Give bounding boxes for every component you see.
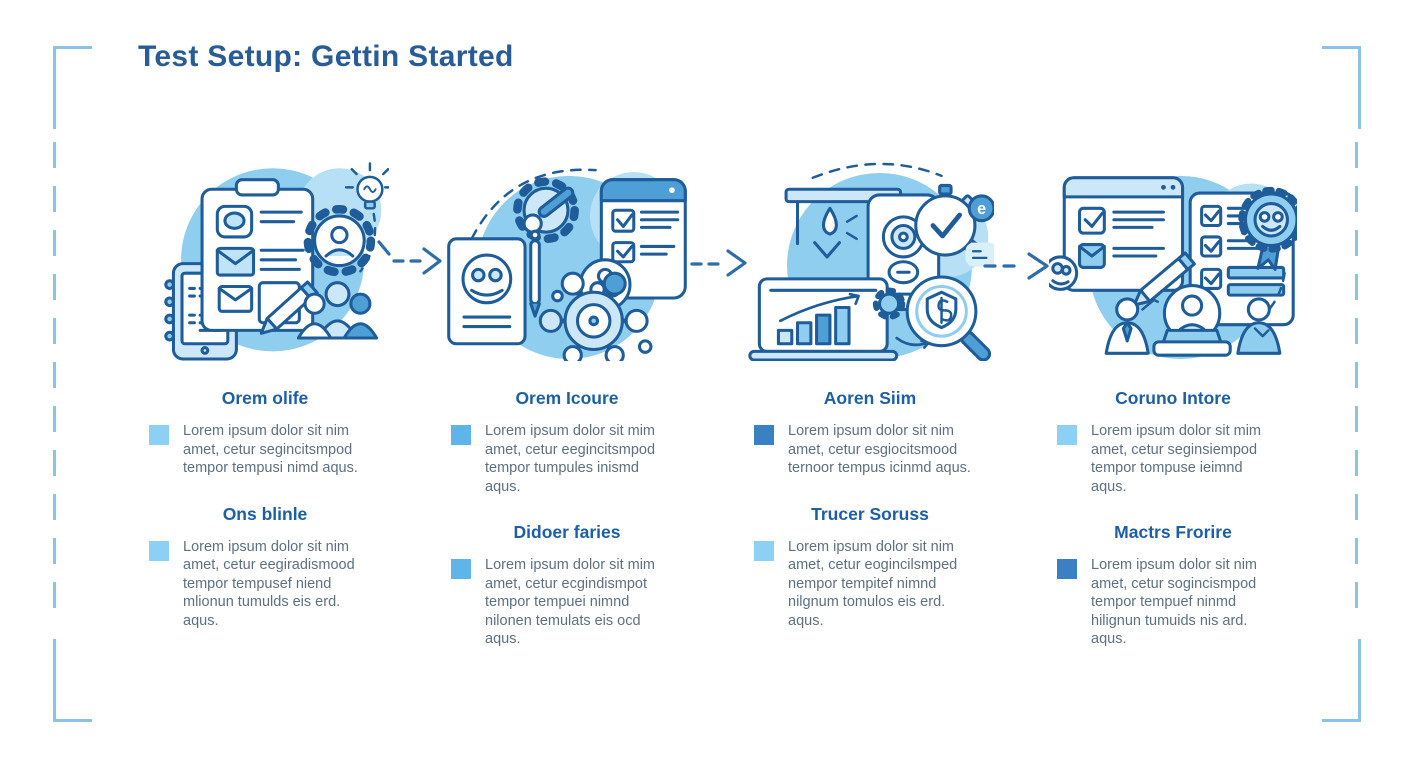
analytics-review-illustration: e bbox=[726, 150, 1014, 362]
section-paragraph: Lorem ipsum dolor sit mim amet, cetur ec… bbox=[451, 556, 711, 649]
dashed-arrow-connector-2 bbox=[688, 238, 760, 286]
frame-corner-bottom-left bbox=[53, 639, 92, 722]
section-heading: Mactrs Frorire bbox=[1114, 522, 1232, 542]
section-paragraph: Lorem ipsum dolor sit nim amet, cetur es… bbox=[754, 422, 1014, 478]
step-column-1: Orem olife Lorem ipsum dolor sit nim ame… bbox=[121, 150, 409, 630]
step-column-4: Coruno Intore Lorem ipsum dolor sit mim … bbox=[1029, 150, 1317, 649]
bullet-square bbox=[754, 540, 774, 561]
bullet-square bbox=[1057, 425, 1077, 445]
section-heading: Orem Icoure bbox=[515, 388, 619, 408]
frame-dashed-edge-left bbox=[53, 142, 56, 624]
dashed-arrow-connector-1 bbox=[374, 234, 446, 286]
frame-corner-top-left bbox=[53, 46, 92, 129]
laptop-chart-stopwatch-icon: e bbox=[748, 162, 994, 361]
certificate-team-rosette-icon bbox=[1049, 175, 1297, 360]
section-paragraph: Lorem ipsum dolor sit nim amet, cetur ee… bbox=[149, 538, 409, 631]
section-body: Lorem ipsum dolor sit nim amet, cetur se… bbox=[183, 423, 358, 476]
gear-checklist-hub-icon bbox=[447, 168, 687, 361]
frame-corner-bottom-right bbox=[1322, 639, 1361, 722]
section-body: Lorem ipsum dolor sit nim amet, cetur ee… bbox=[183, 538, 355, 629]
step-column-2: Orem Icoure Lorem ipsum dolor sit mim am… bbox=[423, 150, 711, 649]
bullet-square bbox=[1057, 559, 1077, 579]
section-heading: Didoer faries bbox=[513, 522, 621, 542]
dashed-arrow-connector-3 bbox=[982, 244, 1064, 288]
section-heading: Aoren Siim bbox=[823, 388, 917, 408]
section-body: Lorem ipsum dolor sit nim amet, cetur so… bbox=[1091, 557, 1257, 647]
section-body: Lorem ipsum dolor sit mim amet, cetur ee… bbox=[485, 423, 656, 495]
completion-award-illustration bbox=[1029, 150, 1317, 362]
section-body: Lorem ipsum dolor sit mim amet, cetur se… bbox=[1091, 423, 1262, 495]
frame-corner-top-right bbox=[1322, 46, 1361, 129]
section-heading: Orem olife bbox=[221, 388, 309, 408]
bullet-square bbox=[451, 425, 471, 445]
step-column-3: e Aoren Siim Lorem ipsum dolor sit nim a… bbox=[726, 150, 1014, 630]
section-paragraph: Lorem ipsum dolor sit nim amet, cetur so… bbox=[1057, 556, 1317, 649]
section-paragraph: Lorem ipsum dolor sit mim amet, cetur se… bbox=[1057, 422, 1317, 496]
section-heading: Trucer Soruss bbox=[811, 503, 929, 524]
bullet-square bbox=[149, 425, 169, 445]
section-paragraph: Lorem ipsum dolor sit nim amet, cetur eo… bbox=[754, 538, 1014, 631]
section-body: Lorem ipsum dolor sit mim amet, cetur ec… bbox=[485, 557, 656, 647]
section-heading: Ons blinle bbox=[222, 503, 308, 524]
section-paragraph: Lorem ipsum dolor sit nim amet, cetur se… bbox=[149, 422, 409, 478]
section-paragraph: Lorem ipsum dolor sit mim amet, cetur ee… bbox=[451, 422, 711, 496]
bullet-square bbox=[149, 540, 169, 561]
setup-tools-illustration bbox=[121, 150, 409, 362]
section-heading: Coruno Intore bbox=[1115, 388, 1231, 408]
clipboard-gear-team-icon bbox=[164, 162, 389, 361]
process-network-illustration bbox=[423, 150, 711, 362]
section-body: Lorem ipsum dolor sit nim amet, cetur es… bbox=[788, 423, 971, 476]
page-title: Test Setup: Gettin Started bbox=[138, 40, 514, 73]
section-body: Lorem ipsum dolor sit nim amet, cetur eo… bbox=[788, 538, 958, 629]
svg-text:e: e bbox=[977, 200, 986, 218]
bullet-square bbox=[754, 425, 774, 445]
frame-dashed-edge-right bbox=[1355, 142, 1358, 624]
bullet-square bbox=[451, 559, 471, 579]
